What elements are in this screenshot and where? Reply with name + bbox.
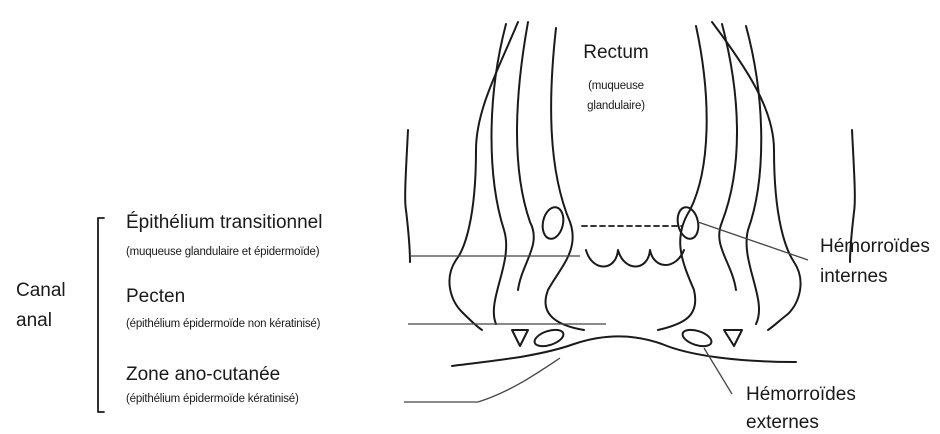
sphincter-triangle-right: [724, 330, 742, 346]
right-wall-line-2: [719, 24, 737, 290]
internal-hemorrhoids-line1: Hémorroïdes: [820, 236, 930, 258]
rectum-title: Rectum: [566, 42, 666, 64]
external-hemorrhoid-right: [681, 327, 714, 350]
right-wall-line-3: [746, 26, 761, 324]
leader-internal-hemorrhoids: [698, 222, 808, 260]
sphincter-triangle-left: [512, 330, 528, 346]
zone-transitional-title: Épithélium transitionnel: [126, 212, 322, 234]
zone-anocutaneous-title: Zone ano-cutanée: [126, 364, 280, 386]
external-hemorrhoid-left: [533, 327, 566, 350]
left-wall-line-2: [517, 22, 534, 290]
right-wall-line-4: [712, 22, 801, 330]
right-wall-inner: [658, 26, 707, 330]
left-wall-inner: [546, 28, 584, 330]
left-wall-line-4: [449, 22, 518, 330]
zone-transitional-sub: (muqueuse glandulaire et épidermoïde): [126, 246, 319, 258]
canal-label-line1: Canal: [16, 280, 66, 302]
external-hemorrhoids-line2: externes: [746, 412, 819, 434]
internal-hemorrhoid-left: [540, 205, 566, 240]
leader-external-hemorrhoids: [704, 348, 732, 394]
dentate-line: [586, 250, 684, 267]
canal-bracket: [98, 218, 104, 412]
internal-hemorrhoids-line2: internes: [820, 266, 888, 288]
rectum-sub-line1: (muqueuse: [566, 80, 666, 92]
external-hemorrhoids-line1: Hémorroïdes: [746, 384, 856, 406]
left-wall-outer: [405, 130, 410, 262]
zone-anocutaneous-sub: (épithélium épidermoïde kératinisé): [126, 393, 299, 405]
canal-label-line2: anal: [16, 310, 52, 332]
rectum-sub-line2: glandulaire): [566, 100, 666, 112]
internal-hemorrhoid-right: [675, 205, 701, 240]
leader-anocutaneous-slope: [478, 358, 560, 402]
skin-surface: [452, 337, 796, 367]
zone-pecten-sub: (épithélium épidermoïde non kératinisé): [126, 318, 320, 330]
left-wall-line-3: [492, 24, 507, 324]
zone-pecten-title: Pecten: [126, 286, 185, 308]
